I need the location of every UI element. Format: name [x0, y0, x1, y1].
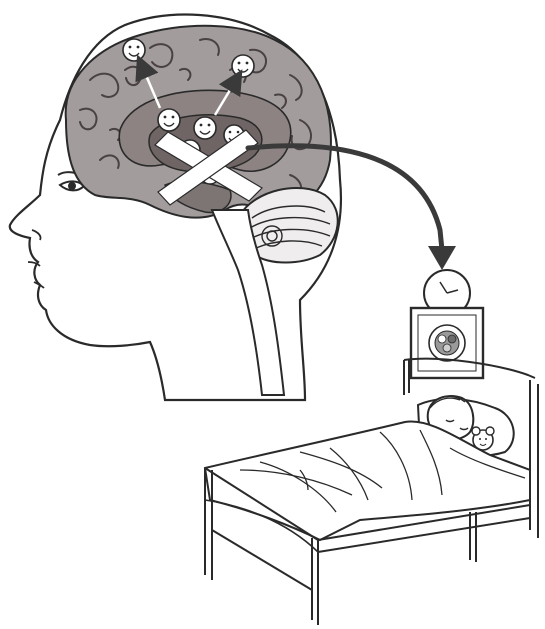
smiley-face-icon — [194, 117, 216, 139]
smiley-face-icon — [158, 109, 180, 131]
smiley-face-icon — [232, 55, 254, 77]
picture-frame-icon — [411, 308, 483, 378]
smiley-face-icon — [123, 39, 145, 61]
